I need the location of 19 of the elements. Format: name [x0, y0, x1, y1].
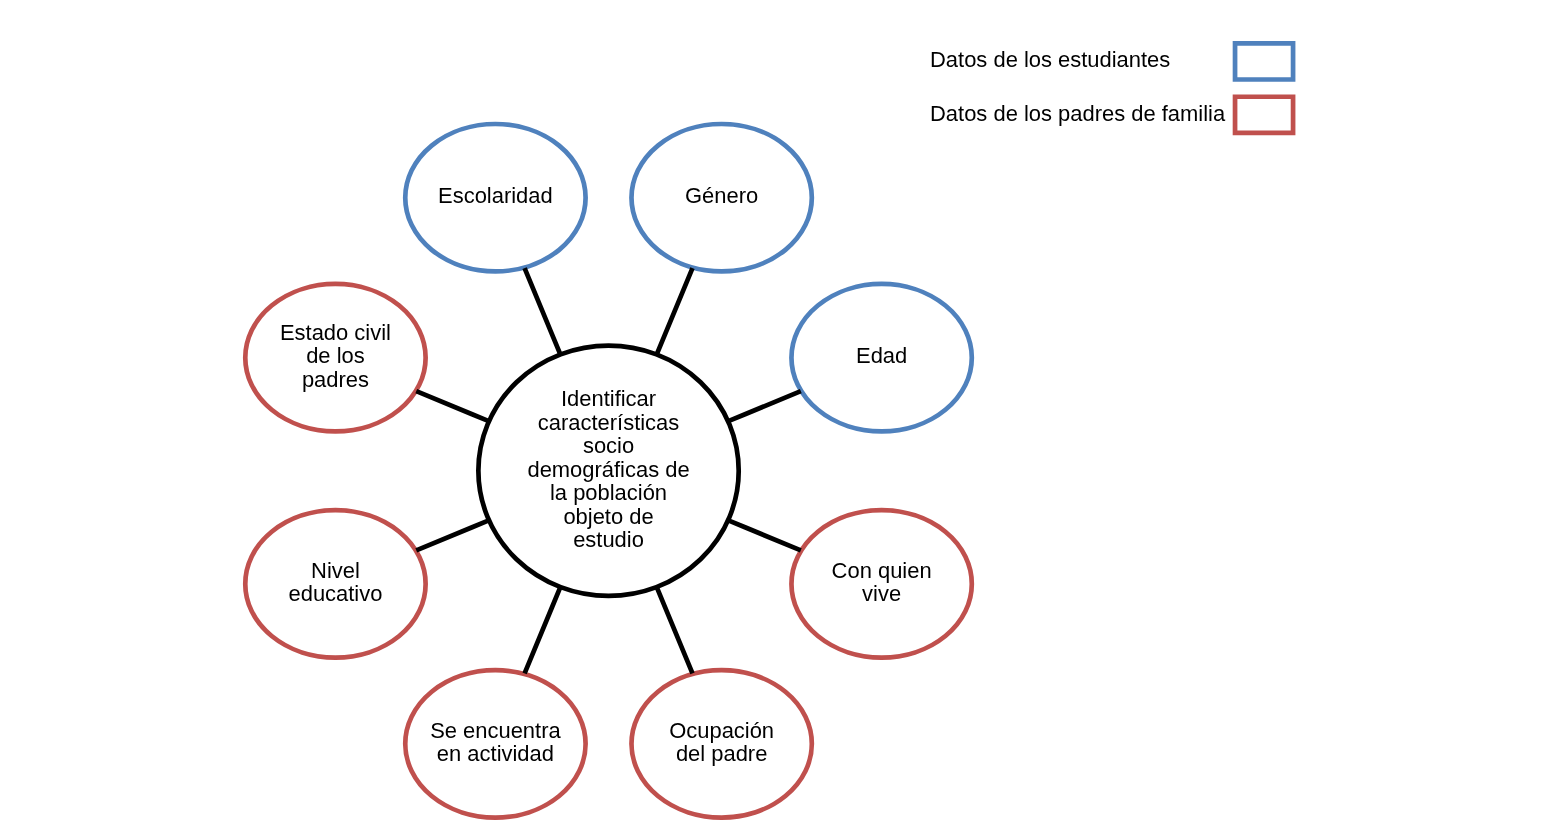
node-ellipse: Estado civil de los padres [242, 281, 428, 434]
node-ellipse: Escolaridad [402, 121, 588, 274]
node-ellipse: Con quien vive [788, 507, 974, 660]
connector [521, 586, 562, 675]
node-ellipse: Género [628, 121, 814, 274]
connector [654, 586, 695, 675]
node-ellipse: Edad [788, 281, 974, 434]
connector [414, 388, 490, 424]
connector [414, 518, 490, 553]
connector [726, 388, 802, 424]
node-ellipse: Ocupación del padre [628, 667, 814, 820]
legend-label: Datos de los padres de familia [929, 100, 1225, 126]
legend-label: Datos de los estudiantes [929, 47, 1170, 73]
connector [726, 518, 802, 553]
node-ellipse: Se encuentra en actividad [402, 667, 588, 820]
connector [654, 267, 695, 356]
connector [521, 267, 562, 356]
node-circle: Identificar características socio demográficas de la población objeto de estudio [475, 343, 741, 599]
node-ellipse: Nivel educativo [242, 507, 428, 660]
